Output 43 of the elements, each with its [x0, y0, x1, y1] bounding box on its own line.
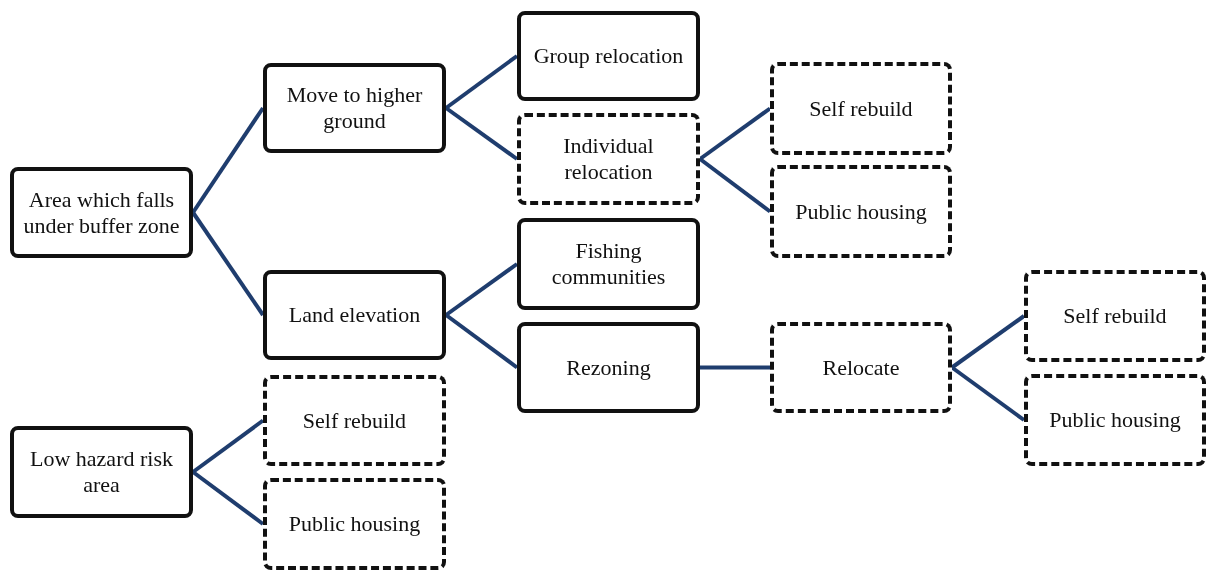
node-label: Individual relocation	[562, 133, 655, 185]
process-box	[10, 167, 193, 258]
connector-line	[698, 157, 772, 214]
dashed-option-box	[517, 113, 700, 205]
node-label: Area which falls under buffer zone	[22, 186, 181, 239]
connector-line	[444, 262, 519, 317]
dashed-option-box	[1024, 270, 1206, 362]
process-box	[263, 63, 446, 153]
process-box	[10, 426, 193, 518]
process-box	[517, 322, 700, 413]
node-label: Public housing	[1049, 407, 1181, 433]
dashed-option-box	[770, 62, 952, 155]
dashed-option-box	[770, 322, 952, 413]
node-label: Rezoning	[566, 354, 651, 381]
process-box	[517, 218, 700, 310]
process-box	[517, 11, 700, 101]
connector-line	[700, 365, 770, 370]
dashed-option-box	[263, 375, 446, 466]
connector-line	[698, 106, 772, 161]
node-label: Public housing	[795, 198, 927, 225]
connector-line	[191, 106, 265, 214]
connector-line	[191, 418, 265, 474]
node-label: Relocate	[822, 354, 900, 381]
node-label: Group relocation	[533, 43, 684, 69]
dashed-option-box	[263, 478, 446, 570]
node-label: Land elevation	[288, 302, 421, 328]
node-label: Self rebuild	[302, 407, 407, 434]
node-label: Self rebuild	[1063, 303, 1167, 329]
connector-line	[444, 313, 519, 370]
process-box	[263, 270, 446, 360]
node-label: Low hazard risk area	[29, 446, 174, 498]
node-label: Fishing communities	[550, 238, 667, 290]
connector-line	[950, 365, 1026, 422]
connector-line	[950, 314, 1026, 370]
node-label: Public housing	[288, 511, 421, 537]
dashed-option-box	[1024, 374, 1206, 466]
dashed-option-box	[770, 165, 952, 258]
node-label: Move to higher ground	[285, 82, 424, 134]
connector-line	[191, 211, 265, 317]
connector-line	[191, 470, 265, 526]
node-label: Self rebuild	[809, 95, 913, 122]
connector-line	[444, 54, 519, 110]
connector-line	[444, 106, 519, 161]
